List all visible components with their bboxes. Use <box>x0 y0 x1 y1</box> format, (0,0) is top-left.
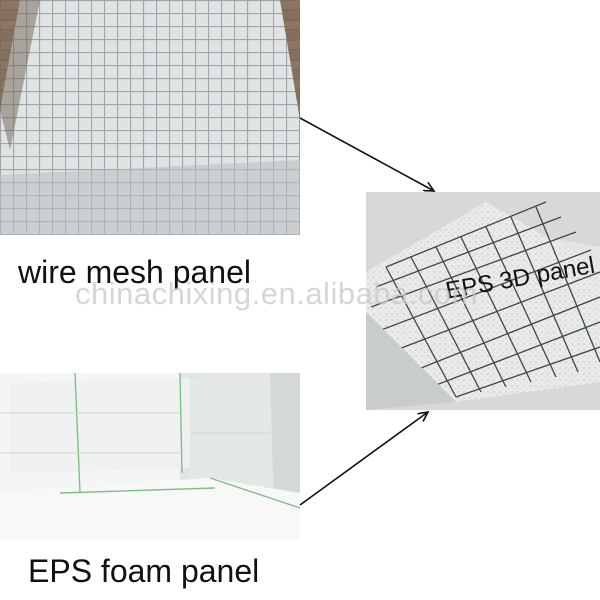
arrow-wire-mesh-to-3d <box>299 117 434 191</box>
eps-3d-panel-image <box>366 192 600 410</box>
eps-3d-panel-photo <box>366 192 600 410</box>
wire-mesh-panel-label: wire mesh panel <box>18 254 251 290</box>
arrow-eps-foam-to-3d <box>299 412 428 506</box>
eps-foam-image <box>0 373 300 540</box>
watermark: chinachixing.en.alibaba.com <box>75 276 478 311</box>
eps-foam-panel-photo <box>0 373 300 540</box>
wire-mesh-image <box>0 0 300 235</box>
wire-mesh-panel-photo <box>0 0 300 235</box>
eps-foam-panel-label: EPS foam panel <box>28 553 260 589</box>
